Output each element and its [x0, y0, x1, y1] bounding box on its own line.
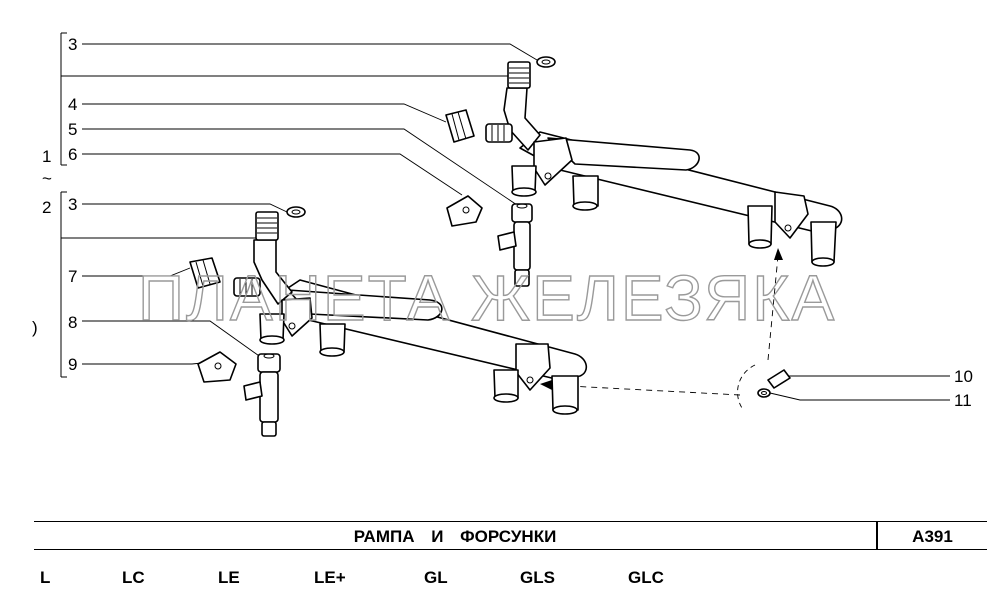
callout-9: 9 [68, 355, 77, 374]
title-block: РАМПА И ФОРСУНКИ A391 [34, 521, 987, 550]
version-gl: GL [424, 568, 448, 587]
group-bracket-lower [60, 191, 67, 378]
callout-4: 4 [68, 95, 77, 114]
title-divider [876, 522, 878, 549]
lower-loose-parts [189, 206, 306, 437]
callout-7: 7 [68, 267, 77, 286]
upper-fuel-rail [485, 61, 843, 267]
clip-9-lower [197, 351, 237, 383]
callout-5: 5 [68, 120, 77, 139]
callout-6: 6 [68, 145, 77, 164]
parts-diagram: 1 ~ 2 3 4 5 6 3 7 8 9 ) 10 11 [32, 32, 973, 437]
upper-loose-parts [445, 56, 556, 287]
clip-6-upper [446, 195, 483, 227]
callout-1: 1 [42, 147, 51, 166]
callout-11: 11 [954, 391, 972, 410]
lower-fuel-rail [233, 211, 588, 415]
group-bracket-upper [60, 32, 67, 166]
leader-lines-upper [61, 43, 538, 206]
bolt-callout-dashes [540, 248, 783, 409]
seal-ring-3-upper [536, 56, 556, 68]
version-glc: GLC [628, 568, 664, 587]
callout-8: 8 [68, 313, 77, 332]
injector-5-upper [497, 203, 533, 287]
version-le-plus: LE+ [314, 568, 346, 587]
seal-ring-3-lower [286, 206, 306, 218]
nut-7-lower [189, 257, 221, 289]
washer-11 [757, 388, 771, 398]
watermark: ПЛАНЕТА ЖЕЛЕЗЯКА [138, 262, 836, 334]
callout-2: 2 [42, 198, 51, 217]
nut-4-upper [445, 109, 475, 143]
injector-8-lower [243, 353, 281, 437]
callout-10: 10 [954, 367, 973, 386]
version-lc: LC [122, 568, 145, 587]
callout-paren: ) [32, 318, 38, 337]
callout-3-upper: 3 [68, 35, 77, 54]
callout-tilde: ~ [42, 169, 52, 188]
diagram-title: РАМПА И ФОРСУНКИ [353, 527, 557, 546]
version-list: L LC LE LE+ GL GLS GLC [0, 568, 1001, 594]
version-l: L [40, 568, 51, 587]
diagram-code: A391 [912, 527, 953, 546]
version-le: LE [218, 568, 240, 587]
callout-3-lower: 3 [68, 195, 77, 214]
bolt-10 [767, 369, 791, 389]
version-gls: GLS [520, 568, 555, 587]
leader-lines-lower [61, 203, 950, 401]
